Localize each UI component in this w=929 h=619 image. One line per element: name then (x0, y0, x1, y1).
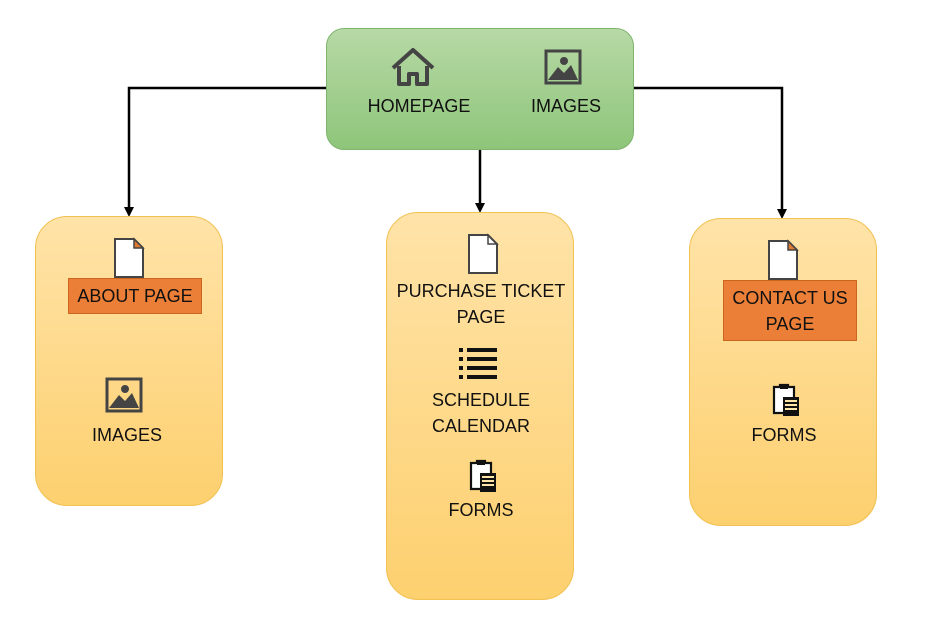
homepage-label: HOMEPAGE (367, 96, 471, 116)
about-page-title: ABOUT PAGE (68, 278, 202, 314)
forms-label: FORMS (751, 425, 817, 445)
clipboard-icon (772, 383, 799, 416)
connector-about (124, 86, 326, 217)
image-icon (105, 377, 143, 413)
document-icon (114, 237, 145, 278)
purchase-ticket-node: PURCHASE TICKET PAGE SCHEDULE CALENDAR F… (386, 212, 574, 600)
images-label: IMAGES (91, 425, 162, 445)
connector-contact (633, 86, 787, 219)
contact-us-title: CONTACT US PAGE (723, 280, 857, 341)
clipboard-icon (469, 459, 496, 492)
document-icon (768, 239, 799, 280)
homepage-node: HOMEPAGE IMAGES (326, 28, 634, 150)
list-icon (459, 348, 497, 379)
forms-label: FORMS (448, 500, 514, 520)
about-page-node: ABOUT PAGE IMAGES (35, 216, 223, 506)
document-icon (468, 233, 499, 274)
image-icon (544, 49, 582, 85)
images-label: IMAGES (530, 96, 601, 116)
schedule-calendar-label: SCHEDULE CALENDAR (431, 390, 531, 436)
purchase-ticket-label: PURCHASE TICKET PAGE (396, 281, 566, 327)
home-icon (391, 48, 435, 86)
contact-us-node: CONTACT US PAGE FORMS (689, 218, 877, 526)
